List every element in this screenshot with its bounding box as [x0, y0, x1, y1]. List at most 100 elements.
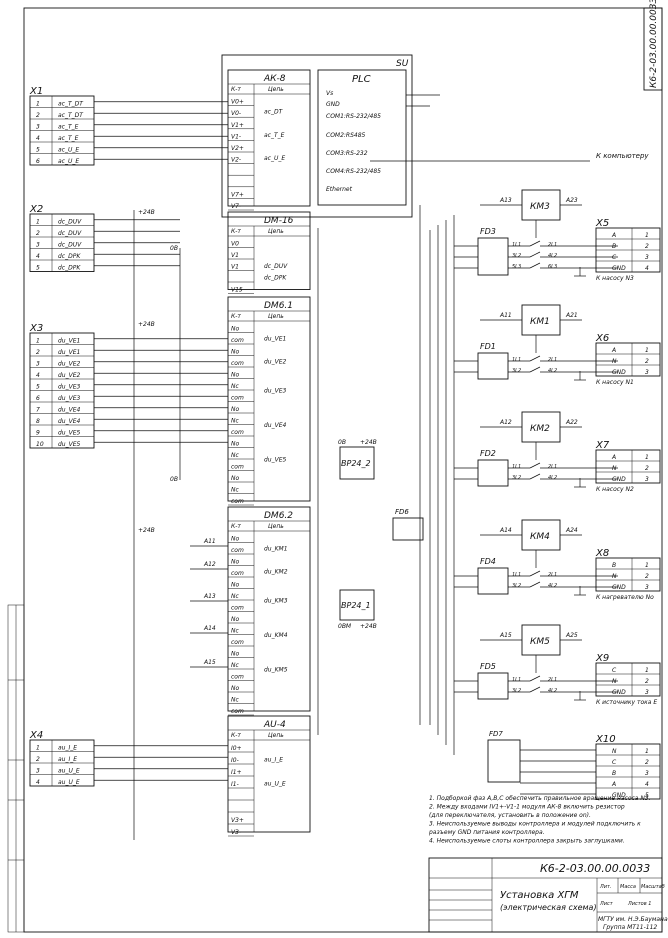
- dm62-pin: com: [231, 708, 244, 715]
- plc-port-label: Vs: [326, 90, 333, 97]
- contact-left: 3L2: [512, 368, 521, 374]
- x-pin-num: 3: [645, 689, 649, 696]
- notes-block: 1. Подборкой фаз A,B,C обеспечить правил…: [428, 795, 651, 845]
- contact-left: 1L1: [512, 357, 521, 363]
- bp24-2-0v: 0В: [338, 439, 346, 446]
- x2-title: X2: [29, 204, 43, 215]
- dm62-pin: No: [231, 559, 239, 566]
- plc-port-label: COM2:RS485: [326, 132, 366, 139]
- ak8-pin: V2+: [231, 145, 244, 152]
- km-in-label: А15: [499, 632, 512, 639]
- ak8-pin: V0+: [231, 99, 244, 106]
- contact-right: 4L2: [548, 688, 557, 694]
- dm62-pin: No: [231, 582, 239, 589]
- plc-port-label: COM1:RS-232/485: [326, 113, 381, 120]
- fd-box: [477, 672, 509, 700]
- dm62-out-label: А15: [203, 659, 216, 666]
- ak8-title: АК-8: [263, 74, 286, 84]
- bp24-2-label: BP24_2: [341, 459, 371, 468]
- dm62-out-label: А12: [203, 561, 216, 568]
- contact-blade: [529, 675, 541, 682]
- ak8-pin: V7-: [231, 203, 241, 210]
- title-line2: (электрическая схема): [500, 903, 597, 912]
- x3-pin-chain: du_VE2: [58, 361, 81, 368]
- x-box: [595, 557, 661, 592]
- contact-left: 1L1: [512, 464, 521, 470]
- contact-right: 2L1: [548, 677, 557, 683]
- dm61-k-header: К-т: [231, 313, 241, 320]
- dm62-pin: Nc: [231, 593, 239, 600]
- x3-pin-chain: du_VE5: [58, 430, 81, 437]
- to-computer-label: К компьютеру: [596, 152, 649, 160]
- x3-pin-chain: du_VE4: [58, 418, 81, 425]
- x-pin-name: A: [611, 232, 616, 239]
- dm61-chain: du_VE5: [264, 456, 287, 463]
- x-pin-name: N: [612, 573, 617, 580]
- ak8-pin: V2-: [231, 157, 241, 164]
- code-vertical: К6-2-03.00.00.0033: [649, 0, 659, 88]
- contact-left: 5L3: [512, 264, 521, 270]
- dm16-chain-header: Цепь: [268, 228, 284, 235]
- dm62-chain: du_KM5: [264, 666, 288, 673]
- contact-right: 2L1: [548, 572, 557, 578]
- x10-pin-num: 3: [645, 770, 649, 777]
- bp24-1-label: BP24_1: [341, 601, 371, 610]
- x2-pin-chain: dc_DPK: [58, 265, 81, 272]
- x1-pin-num: 3: [36, 124, 40, 131]
- su-enclosure: [221, 54, 413, 218]
- km-label: КМ4: [530, 532, 550, 542]
- dm61-pin: No: [231, 475, 239, 482]
- x-pin-name: B: [612, 243, 616, 250]
- dm61-pin: Nc: [231, 487, 239, 494]
- fd6-box: [392, 517, 424, 541]
- km-in-label: А13: [499, 197, 512, 204]
- col-scale: Масштаб: [641, 884, 665, 890]
- x-pin-num: 3: [645, 476, 649, 483]
- dm62-chain: du_KM2: [264, 569, 288, 576]
- dm62-pin: Nc: [231, 662, 239, 669]
- x3-pin-chain: du_VE4: [58, 407, 81, 414]
- fd6-label: FD6: [395, 508, 409, 516]
- contact-blade: [529, 251, 541, 258]
- contact-left: 3L2: [512, 253, 521, 259]
- x10-pin-name: GND: [612, 792, 626, 799]
- bp24-2-box: [339, 446, 375, 480]
- x3-title: X3: [29, 323, 43, 334]
- x10-pin-name: N: [612, 748, 617, 755]
- km-out-label: А22: [565, 419, 578, 426]
- au4-chain: au_U_E: [264, 781, 286, 788]
- x-pin-num: 2: [645, 465, 649, 472]
- dm16-pin: V1: [231, 264, 239, 271]
- contact-right: 6L3: [548, 264, 557, 270]
- x3-pin-num: 4: [36, 372, 40, 379]
- dm16-pin: V15: [231, 287, 243, 294]
- x10-pin-num: 5: [645, 792, 649, 799]
- fd-label: FD4: [480, 557, 496, 566]
- dm62-title: DM6.2: [264, 511, 293, 521]
- x1-pin-chain: ac_T_DT: [58, 101, 84, 108]
- title-code: К6-2-03.00.00.0033: [540, 862, 650, 875]
- contact-blade: [529, 366, 541, 373]
- x-destination: К насосу N2: [596, 486, 634, 493]
- contact-blade: [529, 262, 541, 269]
- dm61-pin: com: [231, 429, 244, 436]
- x-title: X8: [595, 548, 609, 559]
- contact-blade: [529, 240, 541, 247]
- x-pin-num: 2: [645, 243, 649, 250]
- au4-pin: V3-: [231, 829, 241, 836]
- x-title: X6: [595, 333, 609, 344]
- au4-pin: I1-: [231, 781, 239, 788]
- dm61-pin: No: [231, 349, 239, 356]
- contact-right: 4L2: [548, 583, 557, 589]
- x-pin-name: C: [612, 667, 617, 674]
- dm62-chain-header: Цепь: [268, 523, 284, 530]
- plc-box: [317, 69, 407, 206]
- sheets-label: Листов 1: [627, 901, 651, 907]
- fd-label: FD2: [480, 449, 496, 458]
- x-pin-num: 4: [645, 265, 649, 272]
- km-in-label: А12: [499, 419, 512, 426]
